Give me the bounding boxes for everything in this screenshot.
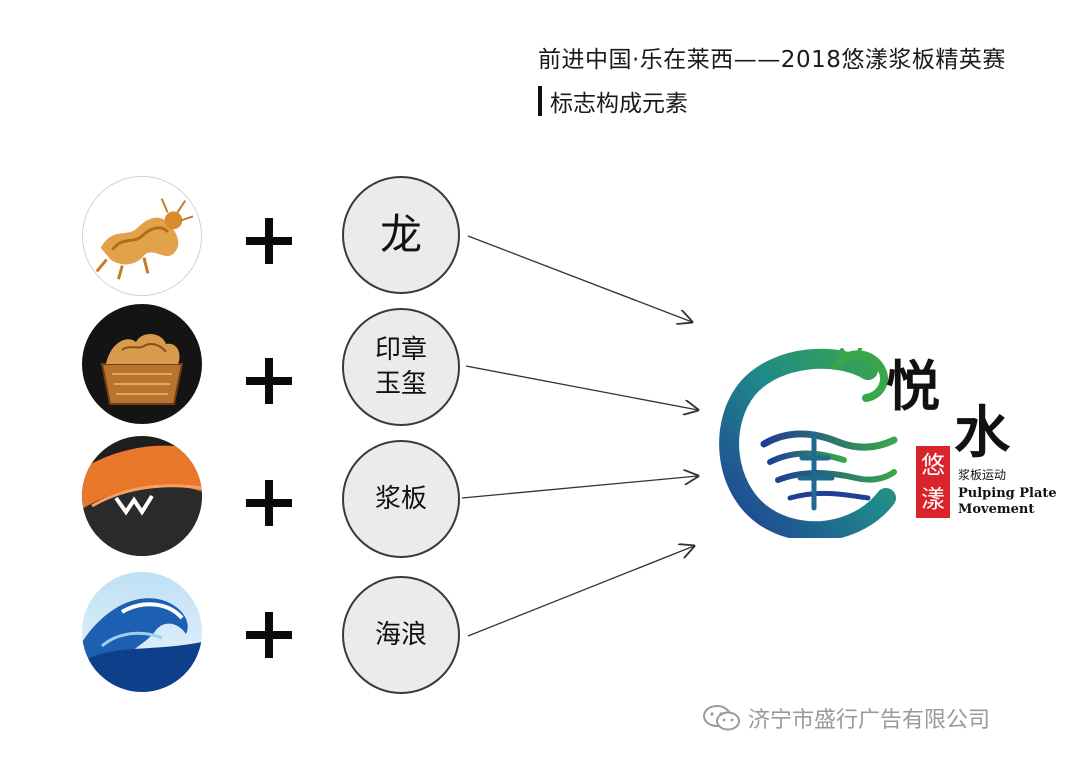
event-logo: 悦 水 悠 漾 浆板运动 Pulping Plate Movement: [718, 348, 1058, 538]
logo-calligraphy-1: 悦: [886, 354, 940, 418]
element-label: 浆板: [374, 484, 427, 514]
heading-bar: [538, 86, 542, 116]
seal-char-1: 悠: [921, 451, 945, 479]
dragon-photo-icon: [82, 176, 202, 296]
element-label: 海浪: [374, 620, 427, 650]
plus-icon: [246, 358, 292, 404]
arrow-paddle: [461, 476, 698, 499]
section-heading: 标志构成元素: [538, 86, 688, 117]
watermark: 济宁市盛行广告有限公司: [702, 702, 990, 734]
seal-char-2: 漾: [921, 485, 945, 513]
arrow-wave: [467, 546, 694, 637]
wechat-icon: [703, 705, 740, 731]
logo-subtitle-cn: 浆板运动: [958, 468, 1007, 482]
element-circle-paddle: 浆板: [342, 440, 460, 558]
logo-english-line1: Pulping Plate: [958, 486, 1057, 501]
plus-icon: [246, 480, 292, 526]
element-circle-seal: 印章 玉玺: [342, 308, 460, 426]
ocean-wave-photo-icon: [82, 572, 202, 692]
arrow-dragon: [467, 235, 692, 322]
jade-seal-photo-icon: [82, 304, 202, 424]
logo-english-line2: Movement: [958, 502, 1035, 517]
plus-icon: [246, 218, 292, 264]
logo-english-text: Pulping Plate Movement: [958, 486, 1057, 518]
watermark-text: 济宁市盛行广告有限公司: [748, 708, 991, 733]
element-circle-dragon: 龙: [342, 176, 460, 294]
section-heading-text: 标志构成元素: [550, 91, 688, 117]
element-circle-wave: 海浪: [342, 576, 460, 694]
logo-calligraphy-2: 水: [954, 400, 1010, 466]
element-label-line2: 玉玺: [374, 369, 427, 399]
plus-icon: [246, 612, 292, 658]
arrow-seal: [465, 365, 698, 410]
logo-emblem-icon: [719, 348, 898, 538]
page-title: 前进中国·乐在莱西——2018悠漾浆板精英赛: [538, 47, 1006, 73]
element-label: 龙: [379, 210, 422, 259]
logo-seal: 悠 漾: [916, 446, 950, 518]
paddle-board-photo-icon: [82, 436, 202, 556]
element-label-line1: 印章: [374, 335, 427, 365]
element-label: 印章 玉玺: [375, 333, 427, 401]
